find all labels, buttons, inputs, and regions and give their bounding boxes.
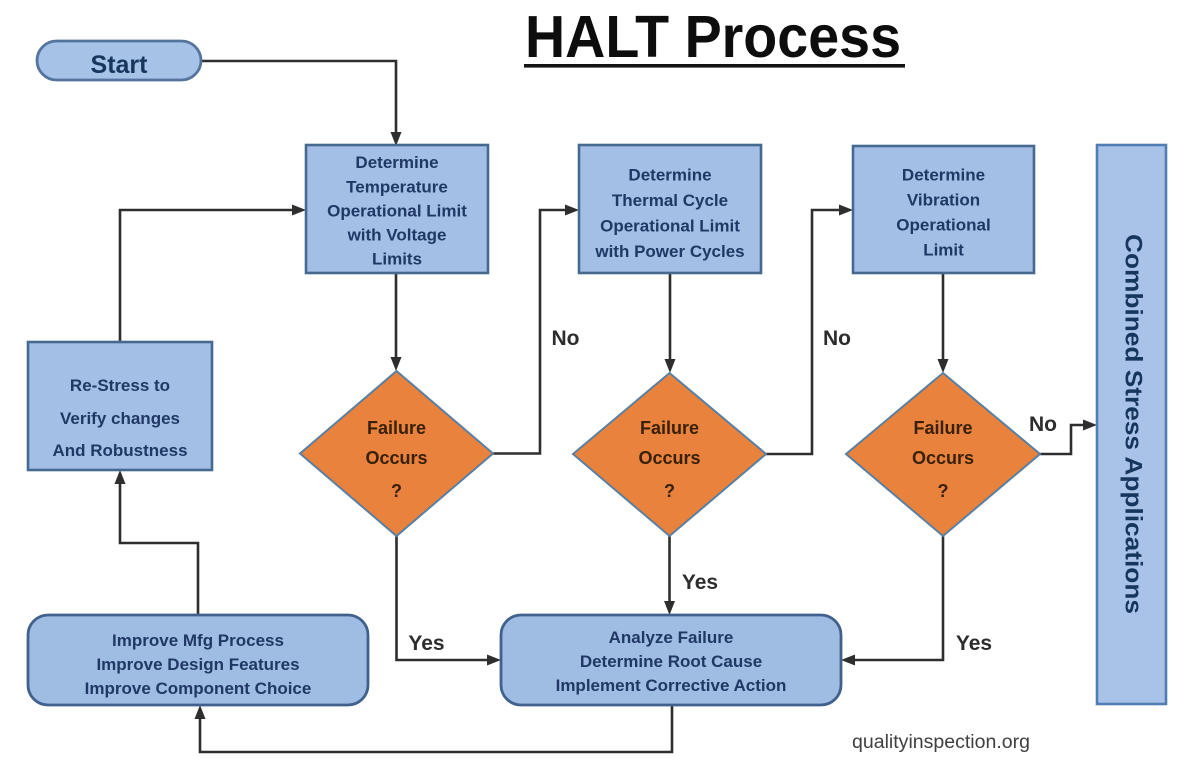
svg-text:No: No — [552, 327, 580, 350]
svg-text:with Voltage: with Voltage — [347, 226, 447, 245]
svg-text:Vibration: Vibration — [907, 191, 980, 210]
svg-text:Determine Root Cause: Determine Root Cause — [580, 652, 762, 671]
svg-text:Failure: Failure — [913, 418, 972, 438]
svg-text:Determine: Determine — [902, 166, 985, 185]
svg-text:qualityinspection.org: qualityinspection.org — [852, 732, 1030, 753]
svg-text:Determine: Determine — [628, 166, 711, 185]
svg-text:Occurs: Occurs — [912, 448, 974, 468]
svg-text:No: No — [823, 327, 851, 350]
svg-text:?: ? — [664, 481, 675, 501]
svg-text:Operational: Operational — [896, 216, 990, 235]
svg-text:Improve Design Features: Improve Design Features — [96, 655, 299, 674]
svg-text:Thermal Cycle: Thermal Cycle — [612, 191, 728, 210]
svg-text:Improve Component Choice: Improve Component Choice — [85, 679, 312, 698]
svg-text:?: ? — [938, 481, 949, 501]
svg-text:with Power Cycles: with Power Cycles — [594, 242, 744, 261]
svg-text:And Robustness: And Robustness — [52, 441, 187, 460]
svg-text:HALT Process: HALT Process — [525, 4, 901, 70]
svg-text:Analyze Failure: Analyze Failure — [609, 628, 734, 647]
svg-text:Occurs: Occurs — [638, 448, 700, 468]
svg-text:Failure: Failure — [367, 418, 426, 438]
svg-text:Operational Limit: Operational Limit — [600, 217, 740, 236]
svg-text:Temperature: Temperature — [346, 178, 448, 197]
svg-text:?: ? — [391, 481, 402, 501]
svg-text:Failure: Failure — [640, 418, 699, 438]
svg-text:Improve Mfg Process: Improve Mfg Process — [112, 631, 284, 650]
svg-text:Limits: Limits — [372, 250, 422, 269]
svg-text:No: No — [1029, 413, 1057, 436]
svg-text:Verify changes: Verify changes — [60, 409, 180, 428]
svg-text:Yes: Yes — [956, 632, 992, 655]
svg-text:Implement Corrective Action: Implement Corrective Action — [556, 676, 787, 695]
svg-text:Combined Stress Applications: Combined Stress Applications — [1120, 234, 1147, 614]
svg-text:Limit: Limit — [923, 241, 964, 260]
svg-text:Yes: Yes — [682, 571, 718, 594]
svg-text:Determine: Determine — [355, 153, 438, 172]
svg-text:Occurs: Occurs — [365, 448, 427, 468]
svg-text:Re-Stress to: Re-Stress to — [70, 376, 170, 395]
svg-text:Yes: Yes — [408, 632, 444, 655]
svg-text:Start: Start — [91, 51, 149, 79]
svg-text:Operational Limit: Operational Limit — [327, 202, 467, 221]
